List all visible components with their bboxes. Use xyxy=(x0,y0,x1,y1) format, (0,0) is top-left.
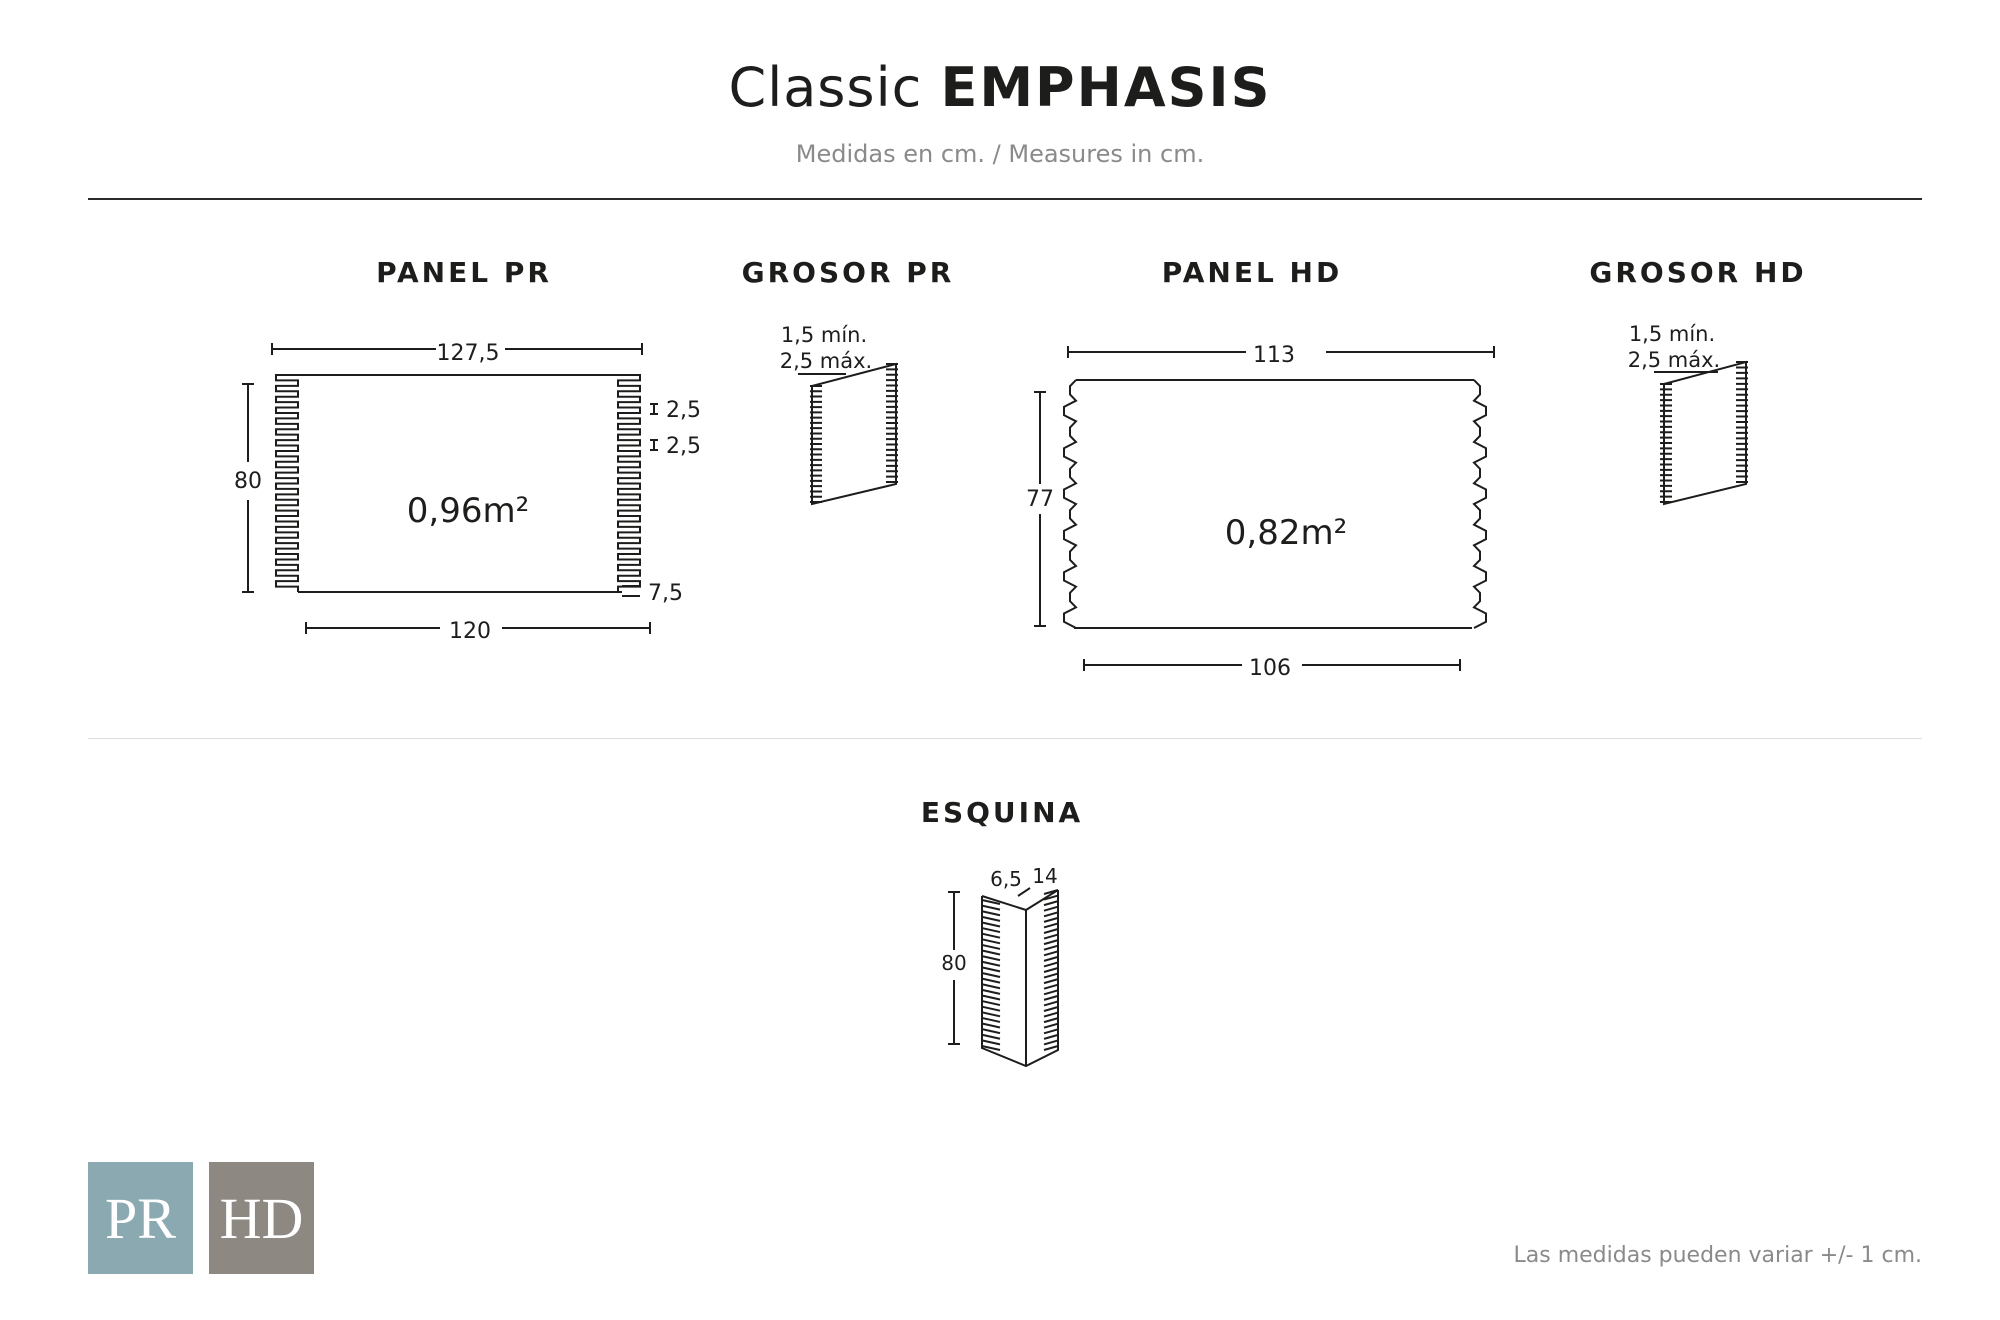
hd-height-label: 77 xyxy=(1026,487,1054,512)
header-divider xyxy=(88,198,1922,200)
pr-width-top-label: 127,5 xyxy=(437,341,500,366)
section-divider xyxy=(88,738,1922,739)
grosor-pr-left-ribs xyxy=(810,385,822,503)
panel-pr-title: PANEL PR xyxy=(376,256,552,289)
esquina-left-ribs xyxy=(981,899,1001,1051)
pr-left-teeth xyxy=(275,374,299,592)
grosor-hd-max: 2,5 máx. xyxy=(1628,348,1721,372)
hd-left-edge xyxy=(1063,379,1078,629)
grosor-hd-min: 1,5 mín. xyxy=(1629,322,1715,346)
hd-width-top-label: 113 xyxy=(1253,343,1295,368)
hd-badge: HD xyxy=(209,1162,314,1274)
grosor-pr-title: GROSOR PR xyxy=(741,256,955,289)
pr-badge: PR xyxy=(88,1162,193,1274)
esquina-title: ESQUINA xyxy=(920,796,1084,829)
pr-tooth-end-label: 7,5 xyxy=(648,581,683,606)
title-bold: EMPHASIS xyxy=(940,56,1272,119)
hd-area-label: 0,82m² xyxy=(1225,513,1347,553)
pr-height-label: 80 xyxy=(234,469,262,494)
grosor-hd-right-ribs xyxy=(1736,361,1748,483)
panel-hd-title: PANEL HD xyxy=(1161,256,1343,289)
grosor-pr-right-ribs xyxy=(886,363,898,483)
esquina-depth-b: 14 xyxy=(1032,864,1057,888)
grosor-hd-title: GROSOR HD xyxy=(1589,256,1807,289)
footer-note: Las medidas pueden variar +/- 1 cm. xyxy=(1513,1243,1922,1268)
pr-tooth-b-label: 2,5 xyxy=(666,434,701,459)
hd-width-bottom-label: 106 xyxy=(1249,656,1291,681)
esquina-depth-a: 6,5 xyxy=(990,867,1022,891)
page-subtitle: Medidas en cm. / Measures in cm. xyxy=(795,140,1205,168)
pr-area-label: 0,96m² xyxy=(407,491,529,531)
esquina-height: 80 xyxy=(941,951,966,975)
pr-right-teeth xyxy=(617,374,641,592)
grosor-pr-min: 1,5 mín. xyxy=(781,323,867,347)
pr-tooth-a-label: 2,5 xyxy=(666,398,701,423)
page-title: Classic EMPHASIS xyxy=(0,56,2000,119)
title-light: Classic xyxy=(728,56,923,119)
esquina-right-ribs xyxy=(1043,889,1059,1051)
hd-right-edge xyxy=(1472,379,1487,629)
grosor-pr-max: 2,5 máx. xyxy=(780,349,873,373)
grosor-hd-left-ribs xyxy=(1660,383,1672,503)
pr-width-bottom-label: 120 xyxy=(449,619,491,644)
